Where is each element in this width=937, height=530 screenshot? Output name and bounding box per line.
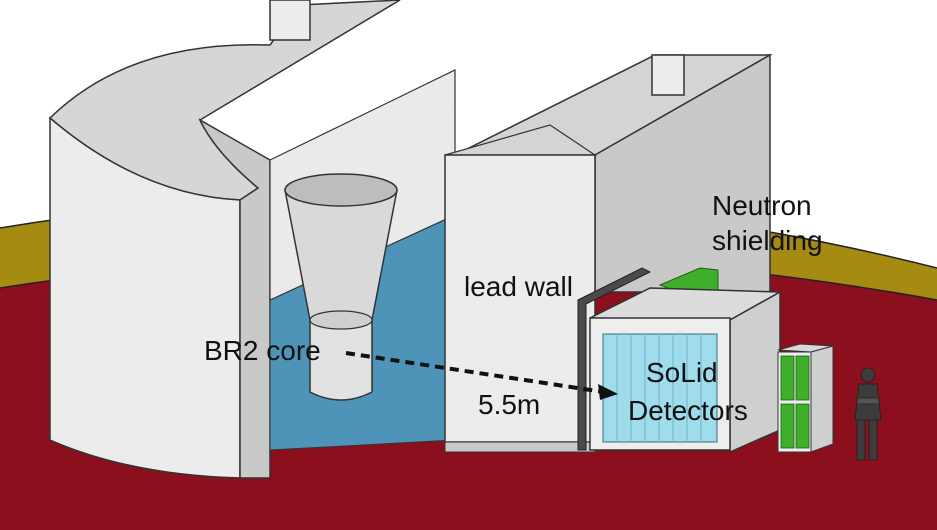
distance-arrow-line [345,351,605,394]
rack-side [810,345,834,453]
solid-detector-container [589,287,783,454]
lead-wall [577,267,652,451]
solid-detectors-label-line2: Detectors [628,395,748,426]
wall-inner-side [198,118,271,479]
detector-planes [616,334,702,442]
distance-arrow-head [598,384,618,400]
electronics-rack [777,343,834,453]
person-head [860,367,876,383]
solid-detectors-label-line1: SoLid [646,357,718,388]
wall-notch [269,0,311,41]
front-block-bottom [444,441,596,453]
front-block-face [444,154,596,443]
br2-core-label: BR2 core [204,335,321,366]
front-shielding-block [444,124,597,453]
distance-label: 5.5m [478,389,540,420]
lead-wall-label: lead wall [464,271,573,302]
core-funnel-top [284,173,398,207]
container-side [729,290,781,454]
rear-block-notch [651,54,685,96]
rack-module [795,355,810,401]
neutron-shielding-label-line1: Neutron [712,190,812,221]
rack-module [780,403,795,449]
distance-arrow [345,351,618,400]
person-leg-left [856,419,866,461]
person-leg-right [868,419,878,461]
core-cylinder-top [309,310,373,330]
core-cylinder [309,319,373,401]
detector-array [602,333,718,443]
neutron-shielding-label-line2: shielding [712,225,823,256]
person-figure [854,367,882,461]
rack-module [795,403,810,449]
reactor-pool-wall [48,0,401,479]
person-arms [856,397,880,405]
rack-module [780,355,795,401]
br2-core-vessel [284,173,398,401]
